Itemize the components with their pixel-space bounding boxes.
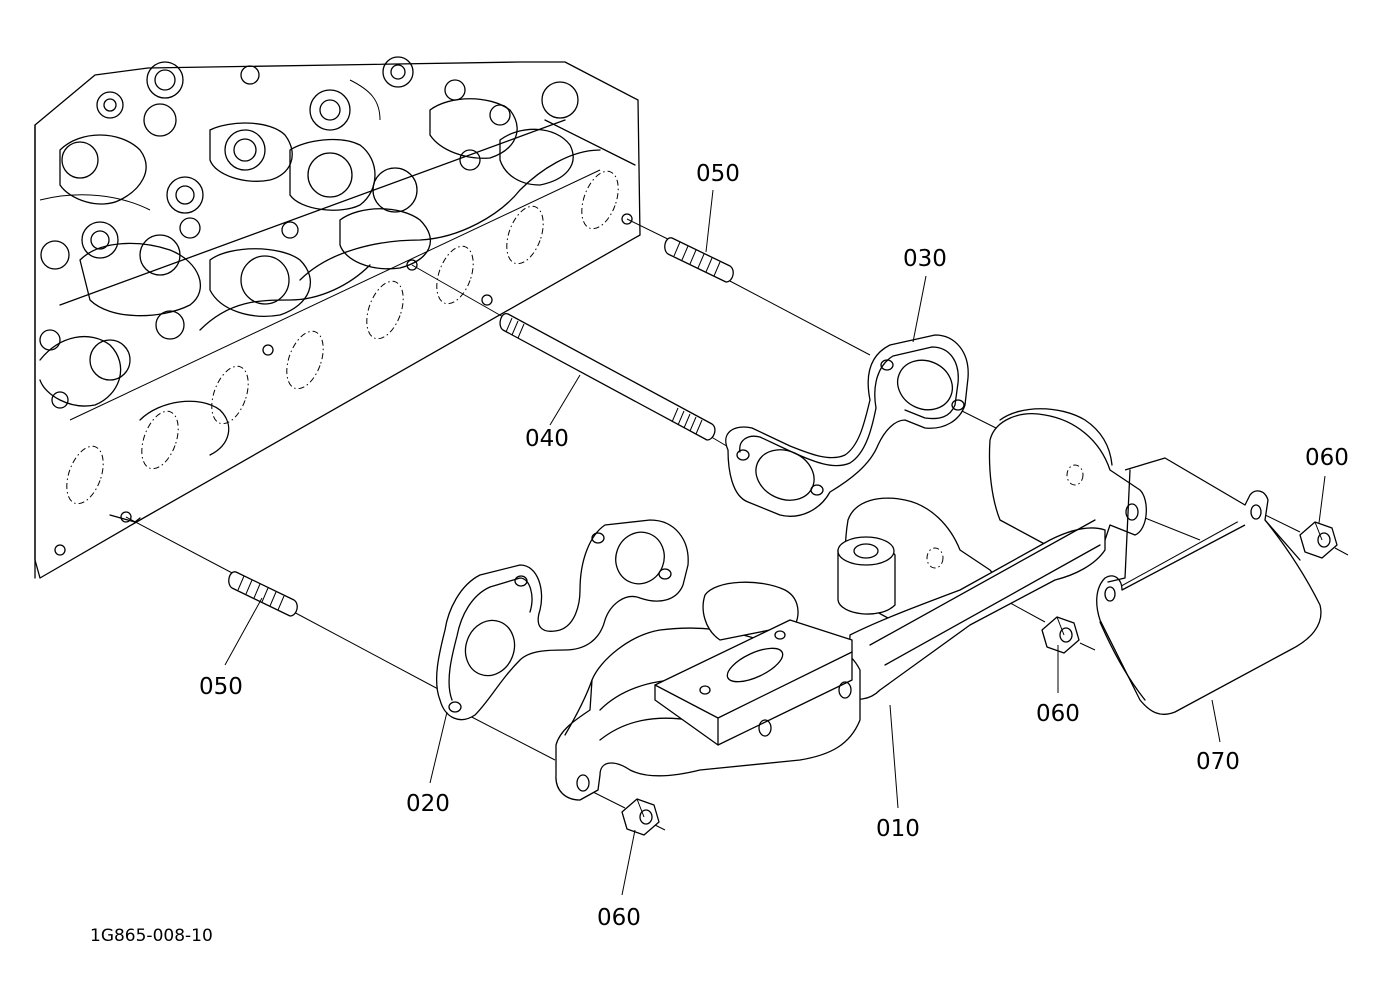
label-040: 040	[525, 426, 569, 452]
exhaust-manifold-010	[555, 408, 1147, 801]
nut-060-bottom	[621, 798, 660, 836]
label-050-bottom: 050	[199, 674, 243, 700]
label-060-right: 060	[1305, 445, 1349, 471]
label-030: 030	[903, 246, 947, 272]
label-020: 020	[406, 791, 450, 817]
stud-040-long	[499, 313, 716, 441]
stud-050-bottom	[228, 571, 298, 617]
label-070: 070	[1196, 749, 1240, 775]
nut-060-middle	[1041, 616, 1080, 654]
label-060-bottom: 060	[597, 905, 641, 931]
label-060-middle: 060	[1036, 701, 1080, 727]
gasket-020	[435, 519, 689, 721]
diagram-code: 1G865-008-10	[90, 926, 213, 946]
label-050-top: 050	[696, 161, 740, 187]
nut-060-right	[1299, 521, 1338, 559]
cylinder-head	[34, 56, 641, 579]
stud-050-top	[664, 237, 734, 283]
gasket-030	[725, 334, 969, 517]
label-010: 010	[876, 816, 920, 842]
heat-shield-070	[1096, 457, 1322, 715]
leader-lines	[224, 189, 1326, 896]
